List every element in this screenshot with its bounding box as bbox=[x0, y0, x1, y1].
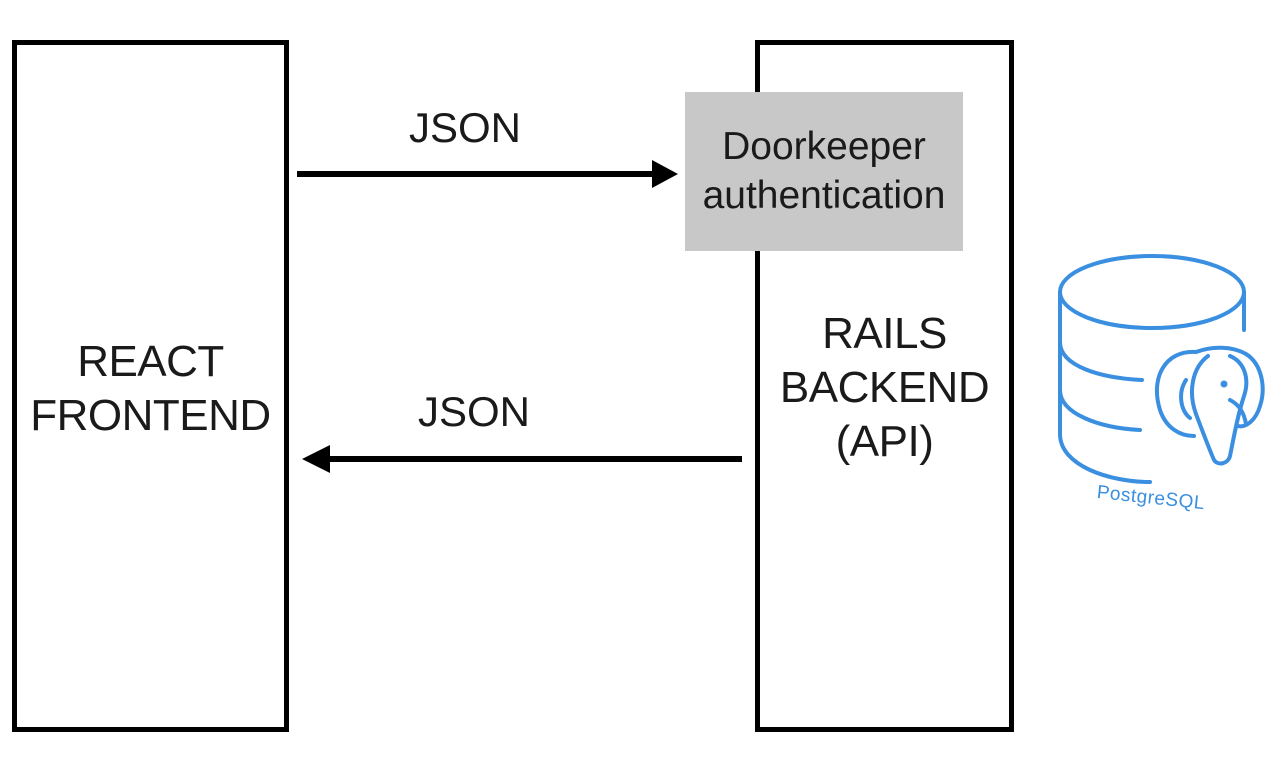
frontend-label-line2: FRONTEND bbox=[30, 391, 271, 440]
react-frontend-box: REACT FRONTEND bbox=[12, 40, 289, 732]
response-json-label: JSON bbox=[418, 388, 531, 435]
response-arrow bbox=[302, 445, 742, 473]
auth-label-line2: authentication bbox=[702, 174, 946, 217]
request-arrow bbox=[297, 160, 678, 188]
frontend-label-line1: REACT bbox=[77, 337, 224, 386]
rails-backend-box: RAILS BACKEND (API) bbox=[755, 40, 1014, 732]
auth-label-line1: Doorkeeper bbox=[722, 125, 926, 168]
react-frontend-label: REACT FRONTEND bbox=[17, 335, 284, 443]
backend-label-line3: (API) bbox=[835, 417, 934, 466]
request-json-label: JSON bbox=[409, 104, 522, 151]
backend-label-line2: BACKEND bbox=[779, 363, 990, 412]
doorkeeper-auth-box: Doorkeeper authentication bbox=[685, 92, 963, 251]
rails-backend-label: RAILS BACKEND (API) bbox=[760, 307, 1009, 469]
backend-label-line1: RAILS bbox=[822, 309, 947, 358]
